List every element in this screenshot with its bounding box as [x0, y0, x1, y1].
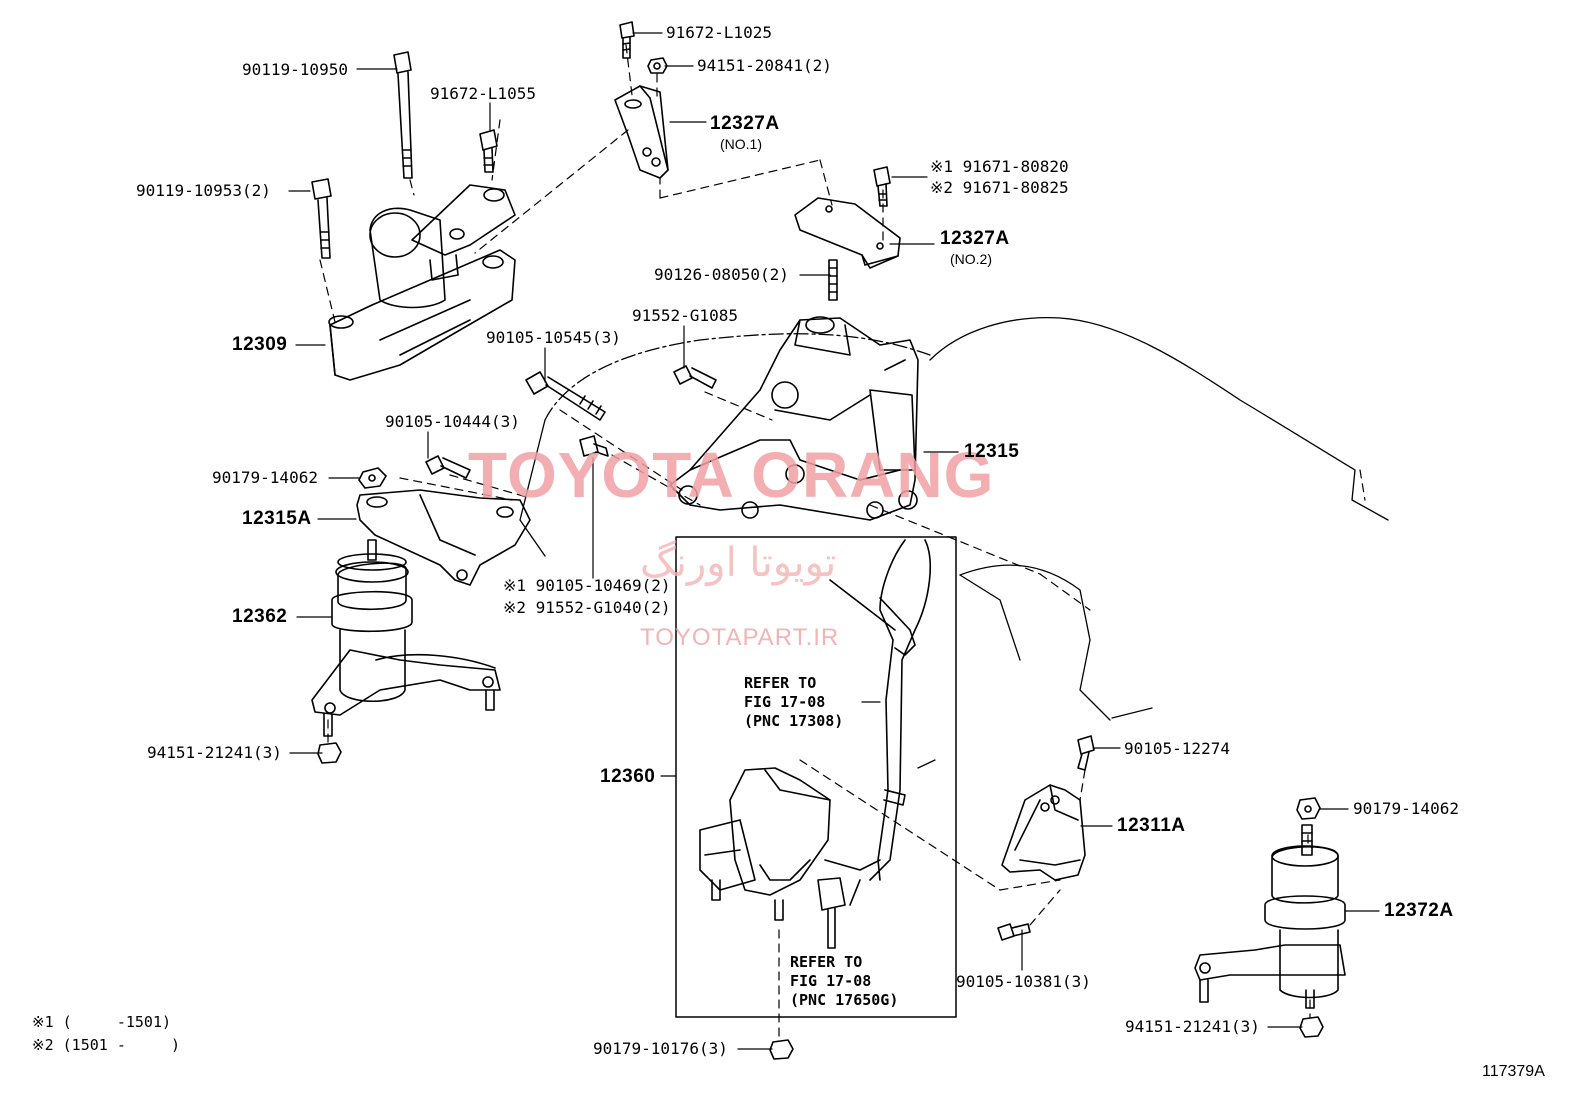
- nut-90179-10176: [769, 1039, 794, 1060]
- engine-outline: [519, 316, 1389, 769]
- bolt-91672-L1055: [479, 129, 498, 173]
- label-90105-10469: ※1 90105-10469(2): [503, 576, 671, 595]
- label-91672-L1025: 91672-L1025: [666, 23, 772, 42]
- figure-number: 117379A: [1482, 1063, 1545, 1080]
- label-refer-17650G: REFER TO FIG 17-08 (PNC 17650G): [790, 953, 899, 1009]
- stud-90126-08050: [828, 259, 838, 301]
- bolt-90105-10444: [425, 455, 471, 479]
- label-12362: 12362: [232, 606, 288, 627]
- label-90119-10953: 90119-10953(2): [136, 181, 271, 200]
- label-refer-17308: REFER TO FIG 17-08 (PNC 17308): [744, 674, 844, 730]
- bracket-12327A-no1: [614, 85, 669, 179]
- watermark-url: TOYOTAPART.IR: [640, 624, 840, 651]
- mount-12360: [699, 539, 931, 949]
- engine-mount-12372A: [1194, 824, 1346, 1009]
- label-94151-21241-left: 94151-21241(3): [147, 743, 282, 762]
- engine-mount-12309: [328, 184, 516, 381]
- label-91672-L1055: 91672-L1055: [430, 84, 536, 103]
- label-12327A-no1: 12327A: [710, 113, 780, 134]
- bolt-90105-10469: [579, 435, 609, 457]
- nut-94151-21241-right: [1299, 1016, 1324, 1038]
- bolt-90105-12274: [1077, 735, 1095, 771]
- label-91552-G1040: ※2 91552-G1040(2): [503, 598, 671, 617]
- nut-94151-21241-left: [317, 742, 342, 764]
- label-90126-08050: 90126-08050(2): [654, 265, 789, 284]
- label-91671-80820: ※1 91671-80820: [930, 157, 1069, 176]
- bracket-12315A: [356, 489, 531, 586]
- bolt-90119-10953: [311, 178, 332, 259]
- label-90179-14062-right: 90179-14062: [1353, 799, 1459, 818]
- bracket-12315: [669, 316, 919, 521]
- watermark-persian: تویوتا اورنگ: [640, 540, 837, 586]
- label-12309: 12309: [232, 334, 288, 355]
- label-12315: 12315: [964, 441, 1020, 462]
- footnote-2: ※2 (1501 - ): [32, 1036, 181, 1054]
- label-90105-10444: 90105-10444(3): [385, 412, 520, 431]
- label-90179-14062-left: 90179-14062: [212, 468, 318, 487]
- bracket-12311A: [1001, 784, 1086, 881]
- bolt-90119-10950: [393, 51, 413, 179]
- label-94151-21241-right: 94151-21241(3): [1125, 1017, 1260, 1036]
- bolt-90105-10545: [525, 371, 606, 421]
- footnote-1: ※1 ( -1501): [32, 1013, 171, 1031]
- bracket-12327A-no2: [794, 197, 901, 269]
- label-no1: (NO.1): [720, 136, 762, 152]
- label-no2: (NO.2): [950, 251, 992, 267]
- engine-mount-12362: [311, 539, 501, 737]
- label-12327A-no2: 12327A: [940, 228, 1010, 249]
- bolt-90105-10381: [997, 923, 1031, 941]
- nut-90179-14062-right: [1296, 797, 1321, 820]
- label-90105-10545: 90105-10545(3): [486, 328, 621, 347]
- label-90105-12274: 90105-12274: [1124, 739, 1230, 758]
- label-12311A: 12311A: [1117, 815, 1186, 836]
- label-12360: 12360: [600, 766, 656, 787]
- leader-lines: [288, 32, 1380, 1050]
- bolt-91672-L1025: [619, 21, 635, 59]
- label-90179-10176: 90179-10176(3): [593, 1039, 728, 1058]
- bolt-91552-G1085: [673, 365, 717, 389]
- label-12372A: 12372A: [1384, 900, 1454, 921]
- nut-94151-20841: [647, 57, 668, 74]
- nut-90179-14062-left: [358, 467, 387, 489]
- label-90119-10950: 90119-10950: [242, 60, 348, 79]
- label-94151-20841: 94151-20841(2): [697, 56, 832, 75]
- label-90105-10381: 90105-10381(3): [956, 972, 1091, 991]
- watermark-main: TOYOTA ORANG: [468, 439, 995, 511]
- label-12315A: 12315A: [242, 508, 312, 529]
- bolt-91671-80820: [873, 166, 891, 207]
- label-91552-G1085: 91552-G1085: [632, 306, 738, 325]
- assembly-guide-lines: [319, 44, 1366, 1041]
- assembly-12360-box: [675, 536, 957, 1018]
- label-91671-80825: ※2 91671-80825: [930, 178, 1069, 197]
